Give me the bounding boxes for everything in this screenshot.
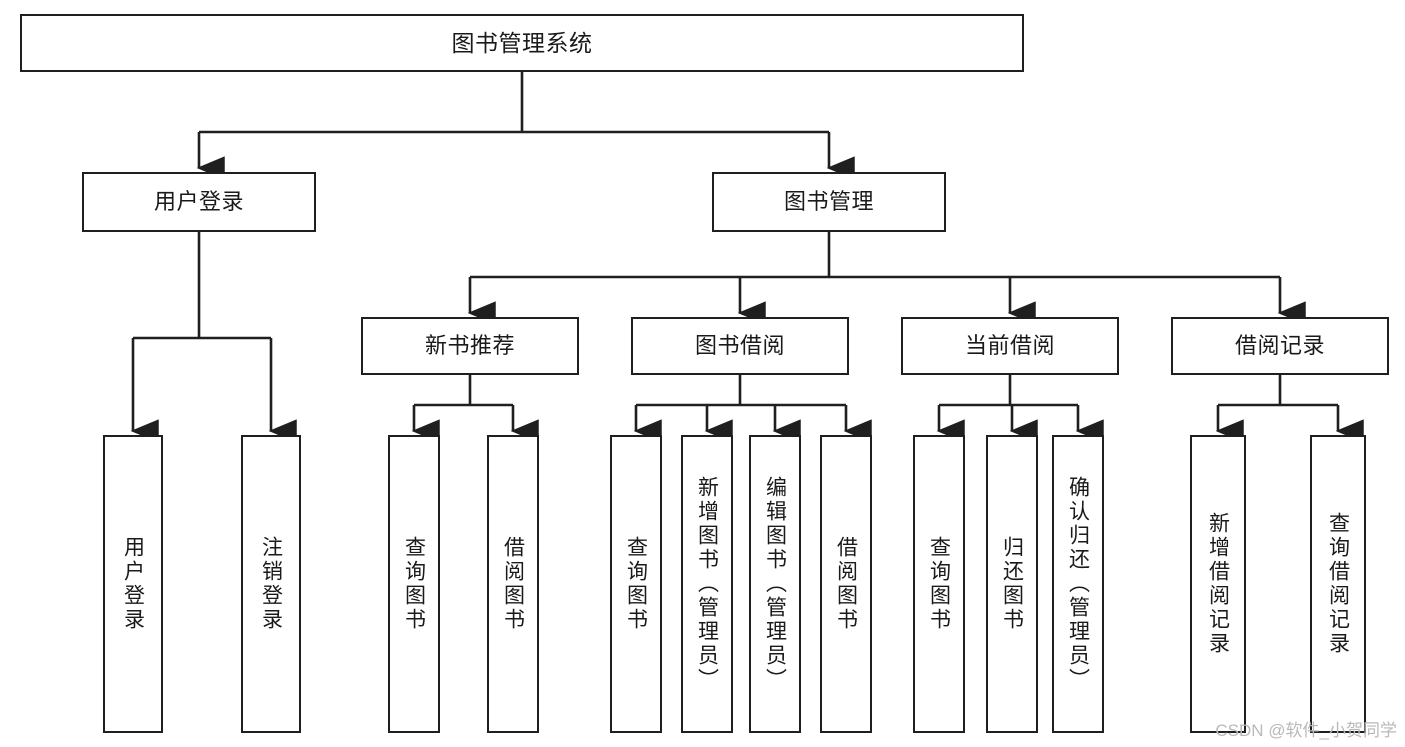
node-current-borrow-label: 当前借阅 <box>964 333 1055 359</box>
node-leaf-query-book-2[interactable]: 查询图书 <box>610 435 662 733</box>
node-leaf-query-borrow-record[interactable]: 查询借阅记录 <box>1310 435 1366 733</box>
node-book-borrow-label: 图书借阅 <box>694 333 785 359</box>
node-leaf-add-book-label: 新增图书（管理员） <box>695 476 719 692</box>
node-leaf-return-book[interactable]: 归还图书 <box>986 435 1038 733</box>
node-leaf-query-book-3[interactable]: 查询图书 <box>913 435 965 733</box>
node-leaf-borrow-book-2-label: 借阅图书 <box>834 536 858 632</box>
node-leaf-query-book-3-label: 查询图书 <box>927 536 951 632</box>
node-book-borrow[interactable]: 图书借阅 <box>631 317 849 375</box>
node-user-login-label: 用户登录 <box>153 189 244 215</box>
node-borrow-record-label: 借阅记录 <box>1234 333 1325 359</box>
node-leaf-add-book[interactable]: 新增图书（管理员） <box>681 435 733 733</box>
node-leaf-user-logout[interactable]: 注销登录 <box>241 435 301 733</box>
node-leaf-confirm-return-label: 确认归还（管理员） <box>1066 476 1090 692</box>
node-leaf-confirm-return[interactable]: 确认归还（管理员） <box>1052 435 1104 733</box>
node-leaf-query-book-2-label: 查询图书 <box>624 536 648 632</box>
node-borrow-record[interactable]: 借阅记录 <box>1171 317 1389 375</box>
node-leaf-edit-book-label: 编辑图书（管理员） <box>763 476 787 692</box>
node-leaf-add-borrow-record-label: 新增借阅记录 <box>1206 512 1230 656</box>
node-leaf-query-borrow-record-label: 查询借阅记录 <box>1326 512 1350 656</box>
node-leaf-query-book-1-label: 查询图书 <box>402 536 426 632</box>
node-leaf-user-logout-label: 注销登录 <box>259 536 283 632</box>
node-leaf-add-borrow-record[interactable]: 新增借阅记录 <box>1190 435 1246 733</box>
node-root[interactable]: 图书管理系统 <box>20 14 1024 72</box>
node-leaf-borrow-book-1[interactable]: 借阅图书 <box>487 435 539 733</box>
node-leaf-edit-book[interactable]: 编辑图书（管理员） <box>749 435 801 733</box>
node-leaf-user-login-label: 用户登录 <box>121 536 145 632</box>
node-new-book-recommend-label: 新书推荐 <box>424 333 515 359</box>
node-leaf-borrow-book-1-label: 借阅图书 <box>501 536 525 632</box>
node-book-management-label: 图书管理 <box>783 189 874 215</box>
node-leaf-query-book-1[interactable]: 查询图书 <box>388 435 440 733</box>
node-user-login[interactable]: 用户登录 <box>82 172 316 232</box>
node-current-borrow[interactable]: 当前借阅 <box>901 317 1119 375</box>
node-leaf-return-book-label: 归还图书 <box>1000 536 1024 632</box>
node-book-management[interactable]: 图书管理 <box>712 172 946 232</box>
node-root-label: 图书管理系统 <box>451 29 593 56</box>
node-leaf-borrow-book-2[interactable]: 借阅图书 <box>820 435 872 733</box>
watermark-text: CSDN @软件_小贺同学 <box>1215 721 1397 740</box>
node-new-book-recommend[interactable]: 新书推荐 <box>361 317 579 375</box>
node-leaf-user-login[interactable]: 用户登录 <box>103 435 163 733</box>
